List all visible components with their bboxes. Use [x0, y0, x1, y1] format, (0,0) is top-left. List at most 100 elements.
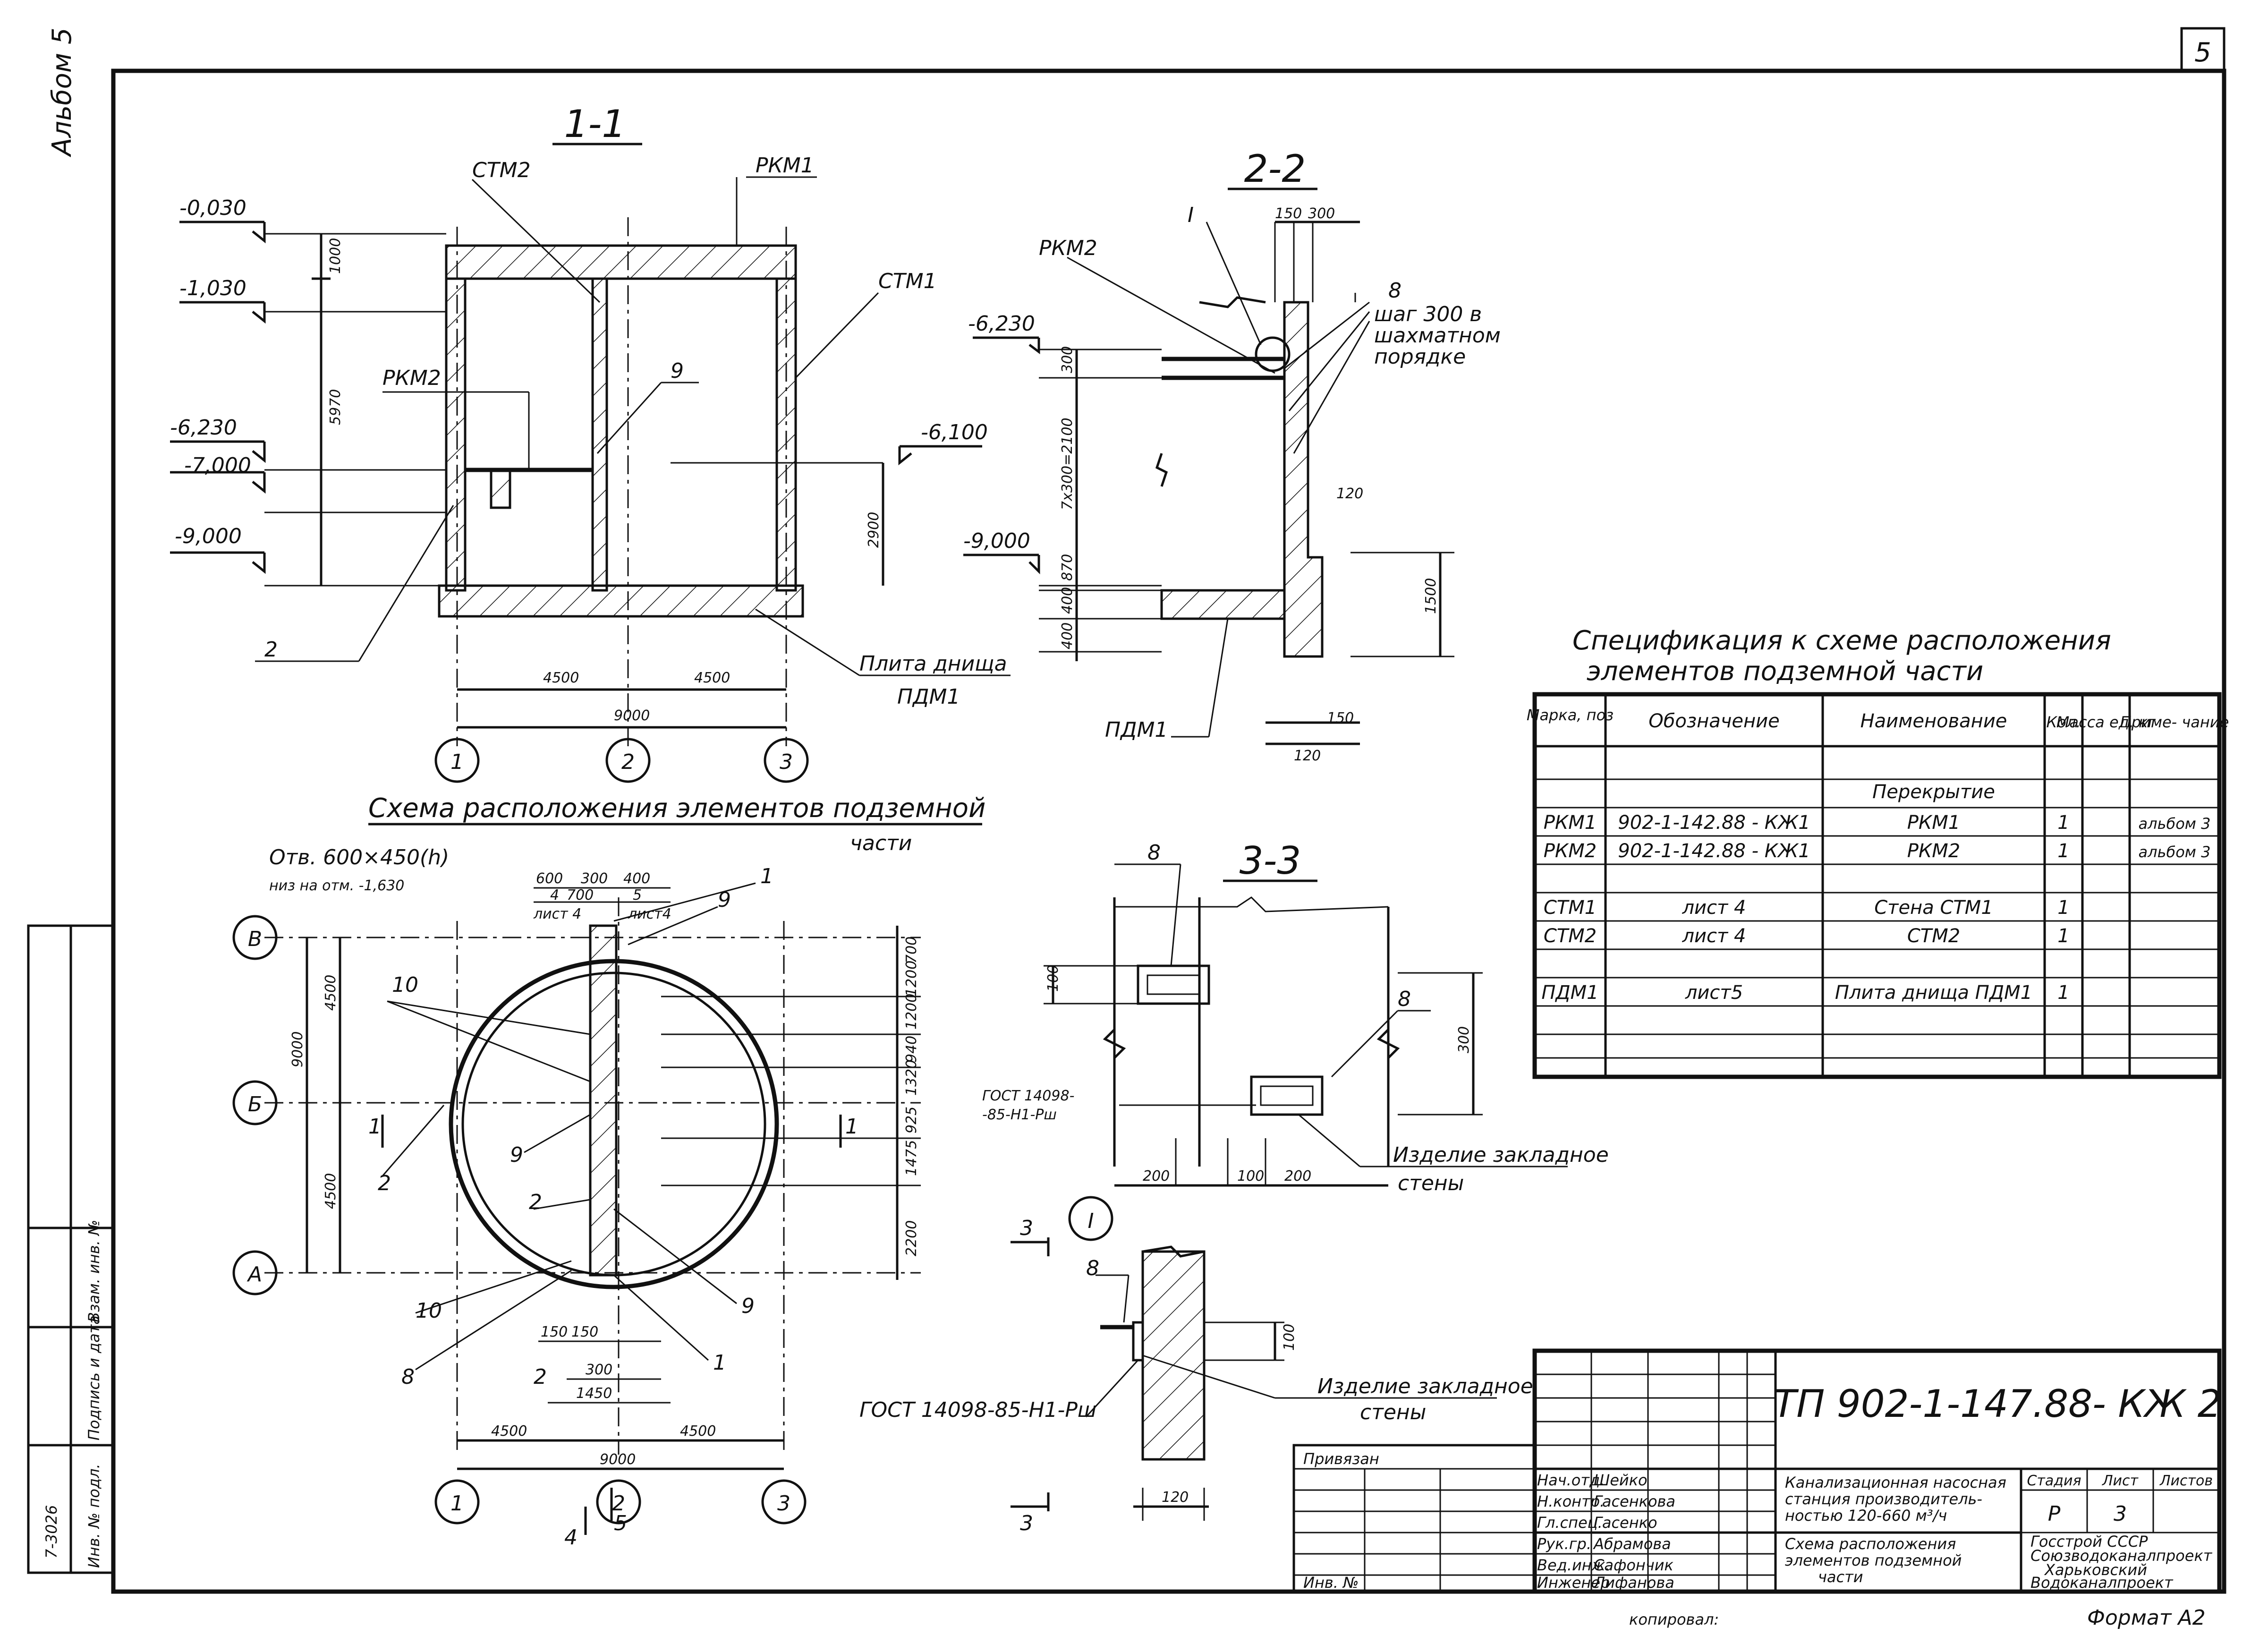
sheet-header: Лист: [2102, 1473, 2139, 1489]
plan-dim-r2: 1200: [903, 994, 920, 1030]
drawing-line1: Схема расположения: [1785, 1535, 1956, 1553]
tb-role-5: Инженер: [1537, 1574, 1610, 1592]
plan-dim-150-a: 150: [541, 1324, 568, 1340]
section-3-3: 3-3: [982, 839, 1609, 1195]
plan-dim-r3: 940: [903, 1036, 920, 1063]
dim-5970: 5970: [327, 389, 344, 425]
section-2-2-title: 2-2: [1244, 147, 1306, 191]
dim-1000: 1000: [327, 238, 344, 274]
spec-cell-r1-c1: 902-1-142.88 - КЖ1: [1618, 840, 1810, 862]
dim-400b: 400: [1059, 622, 1076, 649]
drawing-line3: части: [1818, 1568, 1863, 1586]
mark-rkm1: РКМ1: [756, 153, 814, 178]
level-minus-6-100: -6,100: [921, 420, 988, 444]
spec-title-1: Спецификация к схеме расположения: [1572, 625, 2111, 656]
spec-header-note: Приме- чание: [2120, 713, 2229, 731]
plan-dim-r5: 925: [903, 1107, 920, 1133]
axis-bubbles-1-1: 1 2 3: [434, 738, 809, 783]
axis-v: В: [248, 927, 262, 951]
mark-8-3-3-top: 8: [1147, 841, 1161, 865]
dim-150-top: 150: [1275, 205, 1302, 222]
axis-1: 1: [450, 750, 464, 774]
sheet-value: 3: [2114, 1502, 2127, 1526]
project-line2: станция производитель-: [1785, 1490, 1982, 1508]
dim-200-b: 200: [1284, 1168, 1311, 1184]
node-i-mark: I: [1188, 203, 1194, 227]
spec-cell-r0-c2: РКМ1: [1907, 812, 1960, 834]
node-mark-8: 8: [1086, 1256, 1099, 1280]
plan-dim-4500-vert-top: 4500: [323, 975, 339, 1011]
plan-title-1: Схема расположения элементов подземной: [368, 793, 985, 824]
dim-100-3-3: 100: [1045, 965, 1062, 992]
section-2-2: 2-2 I РКМ2 8 шаг 300 в шахматном порядке: [963, 147, 1501, 764]
plan-dim-700: 700: [567, 887, 594, 903]
stamp-inv-number: 7-3026: [42, 1505, 60, 1559]
axis-a: А: [246, 1262, 262, 1287]
plan-mark-2-bottom: 2: [534, 1365, 547, 1389]
section-1-1: 1-1 -0,030: [170, 102, 1011, 783]
page-number: 5: [2194, 37, 2211, 68]
sheet-frame: 5 Альбом 5: [47, 27, 2226, 1594]
tb-name-3: Абрамова: [1593, 1535, 1671, 1553]
spec-cell-r1-c0: РКМ2: [1544, 840, 1597, 862]
privyazan-label: Привязан: [1303, 1450, 1379, 1468]
level-minus-7-000: -7,000: [184, 453, 251, 477]
title-block-people: Нач.отд.ШейкоН.контр.ГасенковаГл.спец.Га…: [1537, 1471, 1675, 1592]
drawing-line2: элементов подземной: [1785, 1551, 1962, 1569]
spec-cell-r1-c3: 1: [2057, 840, 2069, 862]
copied-label: копировал:: [1629, 1610, 1719, 1628]
tb-name-0: Шейко: [1594, 1471, 1648, 1489]
plan-dim-r6: 1475: [903, 1140, 920, 1176]
project-line1: Канализационная насосная: [1785, 1474, 2006, 1491]
org-line2: Союзводоканалпроект: [2030, 1547, 2213, 1565]
dim-120: 120: [1336, 486, 1363, 502]
spec-cell-r4-c1: лист5: [1685, 982, 1743, 1004]
level-minus-6-230: -6,230: [170, 416, 237, 440]
dim-4500-right: 4500: [694, 670, 730, 686]
plan-mark-2-left: 2: [378, 1171, 391, 1195]
spec-header-name: Наименование: [1860, 710, 2007, 732]
plan-mark-9-top: 9: [718, 888, 731, 912]
mark-8-2-2: 8: [1388, 279, 1402, 303]
plan-axis-1: 1: [450, 1491, 464, 1516]
plan-dim-r4: 1320: [903, 1060, 920, 1096]
mark-9: 9: [671, 359, 684, 383]
spec-title-2: элементов подземной части: [1587, 656, 1983, 687]
level-2-2-minus-6-230: -6,230: [968, 312, 1035, 336]
project-line3: ностью 120-660 м³/ч: [1785, 1507, 1947, 1525]
level-minus-9-000: -9,000: [175, 524, 242, 548]
mark-rkm2: РКМ2: [382, 366, 441, 390]
spec-cell-r4-c2: Плита днища ПДМ1: [1835, 982, 2032, 1004]
tb-name-2: Гасенко: [1594, 1514, 1657, 1532]
stamp-sign-label: Подпись и дата: [85, 1315, 103, 1440]
spec-header-mark: Марка, поз: [1527, 706, 1614, 724]
plan-mark-10-bottom: 10: [416, 1299, 442, 1323]
mark-2: 2: [264, 638, 278, 662]
mark-8-3-3-right: 8: [1398, 987, 1411, 1011]
mark-rkm2-2-2: РКМ2: [1039, 236, 1097, 260]
plan-dim-9000-horiz: 9000: [600, 1451, 636, 1468]
mark-stm1: СТМ1: [878, 269, 937, 293]
plan-mark-9-bottom: 9: [741, 1294, 755, 1318]
spec-cell-r0-c0: РКМ1: [1544, 812, 1597, 834]
specification: Спецификация к схеме расположения элемен…: [1527, 625, 2229, 1079]
axis-3: 3: [780, 750, 793, 774]
plan-dim-1450: 1450: [576, 1385, 612, 1402]
tb-role-3: Рук.гр.: [1537, 1535, 1591, 1553]
plan-dim-r1: 1200: [903, 961, 920, 997]
plan-cut-5-top: 5: [633, 887, 642, 903]
node-embedded-line1: Изделие закладное: [1317, 1374, 1533, 1398]
plan-axis-3: 3: [777, 1491, 790, 1516]
plan-title-2: части: [850, 831, 912, 855]
dim-7x300: 7х300=2100: [1059, 418, 1076, 510]
spec-cell-r3-c3: 1: [2057, 925, 2069, 947]
section-3-3-title: 3-3: [1240, 839, 1301, 883]
tb-role-0: Нач.отд.: [1537, 1471, 1605, 1489]
tb-name-5: Лифанова: [1593, 1574, 1674, 1592]
gost-3-3-line1: ГОСТ 14098-: [982, 1088, 1074, 1104]
spec-cell-r0-c3: 1: [2057, 812, 2069, 834]
sheets-header: Листов: [2159, 1473, 2213, 1489]
album-label: Альбом 5: [47, 27, 77, 157]
plan-dim-600: 600: [536, 870, 563, 887]
